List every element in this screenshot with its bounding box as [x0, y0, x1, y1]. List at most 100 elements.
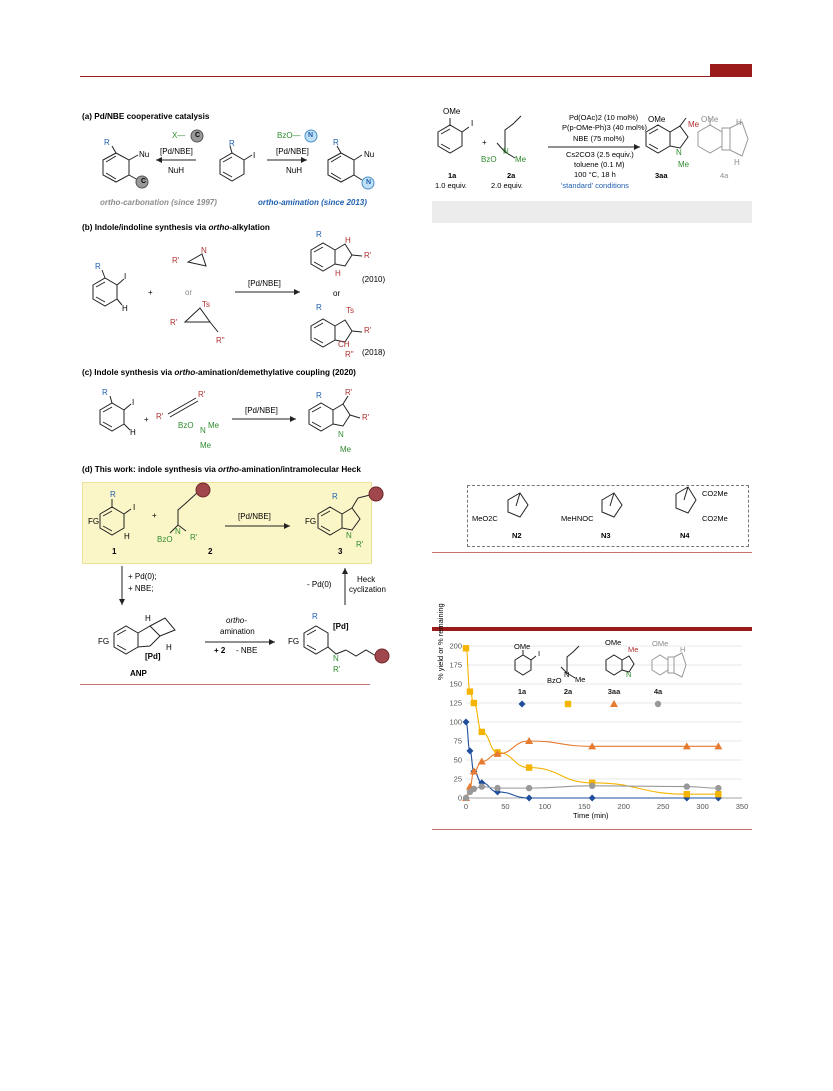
point-1a: [588, 794, 596, 802]
point-4a: [478, 783, 485, 790]
d-compound-1: 1: [112, 547, 117, 556]
lg-OMe-4a: OMe: [652, 639, 669, 648]
a-R-center: R: [229, 139, 235, 148]
point-3aa: [469, 767, 478, 775]
c-Rp-1: R': [198, 390, 206, 399]
d-Rp-int: R': [333, 665, 341, 674]
header-tab: [710, 64, 752, 77]
d-ANP: ANP: [130, 669, 147, 678]
a-left-cond2: NuH: [168, 166, 185, 175]
section-c-title: (c) Indole synthesis via ortho-amination…: [82, 368, 356, 377]
r-1a: 1a: [448, 171, 457, 180]
b-year1: (2010): [362, 275, 386, 284]
point-4a: [525, 784, 533, 792]
lg-OMe-3aa: OMe: [605, 638, 622, 647]
r-I-1a: I: [471, 119, 474, 128]
r-Me-3aa-n: Me: [678, 160, 690, 169]
d-BzO: BzO: [157, 535, 173, 544]
a-left-reagent: X—: [172, 131, 186, 140]
c-BzO: BzO: [178, 421, 194, 430]
b-or-2: or: [333, 289, 341, 298]
point-4a: [588, 782, 596, 790]
point-3aa: [477, 757, 486, 765]
a-right-reagent: BzO—: [277, 131, 301, 140]
lg-I-1a: I: [538, 649, 541, 658]
a-Nu-left: Nu: [139, 150, 150, 159]
c-I: I: [132, 398, 135, 407]
d-step-mid2: amination: [220, 627, 255, 636]
b-plus: +: [148, 288, 153, 297]
y-tick-label: 125: [449, 699, 462, 708]
a-N-reagent: N: [308, 132, 314, 139]
r-BzO: BzO: [481, 155, 497, 164]
b-N-1: N: [201, 246, 207, 255]
a-right-caption: ortho-amination (since 2013): [258, 198, 367, 207]
b-Rp-p1: R': [364, 251, 372, 260]
d-step-up1: - Pd(0): [307, 580, 332, 589]
point-4a: [715, 784, 722, 792]
point-3aa: [714, 742, 723, 750]
x-tick-label: 50: [501, 802, 509, 811]
a-R-right: R: [333, 138, 339, 147]
point-3aa: [682, 742, 691, 750]
point-4a: [462, 794, 470, 802]
lg-N-2a: N: [564, 670, 570, 679]
d-R-int: R: [312, 612, 318, 621]
this-work-highlight: [82, 482, 372, 564]
b-Rpp-p2: R": [345, 350, 354, 359]
r-2a-equiv: 2.0 equiv.: [491, 181, 523, 190]
a-R-left: R: [104, 138, 110, 147]
d-step-down1: + Pd(0);: [128, 572, 157, 581]
b-R-p2: R: [316, 303, 322, 312]
point-2a: [683, 791, 690, 798]
y-tick-label: 100: [449, 718, 462, 727]
r-1a-equiv: 1.0 equiv.: [435, 181, 467, 190]
point-2a: [466, 688, 474, 695]
point-2a: [470, 699, 478, 707]
d-FG-int: FG: [288, 637, 300, 646]
y-tick-label: 75: [454, 737, 462, 746]
r-cond5: toluene (0.1 M): [574, 160, 625, 169]
b-cond: [Pd/NBE]: [248, 279, 281, 288]
c-Me-1: Me: [208, 421, 220, 430]
y-tick-label: 200: [449, 642, 462, 651]
lg-H-4a: H: [680, 645, 686, 654]
point-4a: [470, 785, 478, 793]
chart-bottom-rule: [432, 829, 752, 830]
b-R: R: [95, 262, 101, 271]
d-Pd-int: [Pd]: [333, 622, 349, 631]
a-left-caption: ortho-carbonation (since 1997): [100, 198, 217, 207]
point-3aa: [588, 742, 597, 750]
c-Me-p: Me: [340, 445, 352, 454]
section-a-title: (a) Pd/NBE cooperative catalysis: [82, 112, 210, 121]
x-tick-label: 250: [657, 802, 670, 811]
d-step-mid4: - NBE: [236, 646, 258, 655]
c-N-p: N: [338, 430, 344, 439]
d-R-3: R: [332, 492, 338, 501]
r-cond7: 'standard' conditions: [561, 181, 629, 190]
d-step-mid3: + 2: [214, 646, 226, 655]
y-tick-label: 25: [454, 775, 462, 784]
d-step-mid1: ortho-: [226, 616, 247, 625]
section-b-title: (b) Indole/indoline synthesis via ortho-…: [82, 223, 270, 232]
r-Me-3aa: Me: [688, 120, 700, 129]
d-step-up2: Heck: [357, 575, 376, 584]
chart-top-bar: [432, 627, 752, 631]
r-N-2a: N: [503, 147, 509, 156]
point-1a: [466, 747, 474, 755]
d-step-down2: + NBE;: [128, 584, 154, 593]
d-H-1: H: [124, 532, 130, 541]
x-tick-label: 100: [539, 802, 552, 811]
a-C-reagent: C: [195, 132, 201, 139]
d-Rp-2: R': [190, 533, 198, 542]
b-H-p1: H: [345, 236, 351, 245]
d-cond: [Pd/NBE]: [238, 512, 271, 521]
x-tick-label: 150: [578, 802, 591, 811]
r-cond4: Cs2CO3 (2.5 equiv.): [566, 150, 634, 159]
point-3aa: [525, 737, 534, 744]
a-C-left: C: [141, 178, 147, 185]
